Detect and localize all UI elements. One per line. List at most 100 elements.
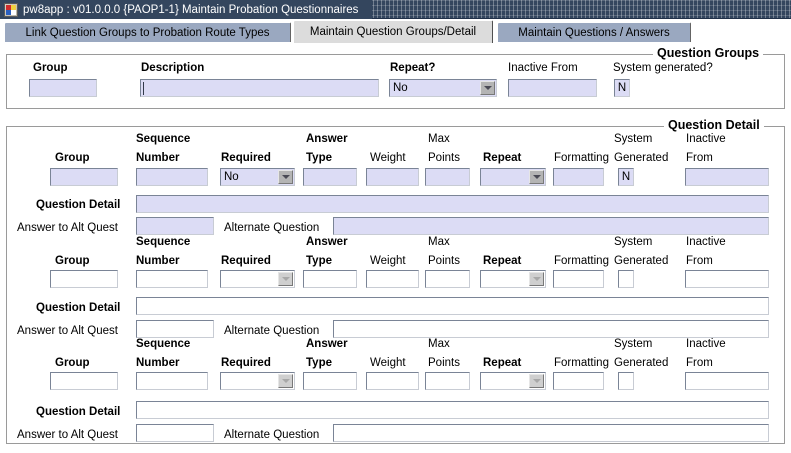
row1-system-generated-flag[interactable]: N <box>618 168 634 186</box>
row1-label-number: Number <box>136 152 180 164</box>
row1-label-answer-to-alt-quest: Answer to Alt Quest <box>17 222 118 234</box>
row1-answer-type-input[interactable] <box>303 168 357 186</box>
row3-formatting-input[interactable] <box>553 372 604 390</box>
row1-sequence-number-input[interactable] <box>136 168 208 186</box>
row3-label-inactive: Inactive <box>686 338 726 350</box>
window-titlebar: pw8app : v01.0.0.0 {PAOP1-1} Maintain Pr… <box>0 0 791 19</box>
row3-label-points: Points <box>428 357 460 369</box>
row2-system-generated-flag[interactable] <box>618 270 634 288</box>
row2-label-answer-to-alt-quest: Answer to Alt Quest <box>17 325 118 337</box>
row2-answer-to-alt-quest-input[interactable] <box>136 320 214 338</box>
row2-max-points-input[interactable] <box>425 270 470 288</box>
row1-group-input[interactable] <box>50 168 118 186</box>
row1-label-points: Points <box>428 152 460 164</box>
row3-label-generated: Generated <box>614 357 669 369</box>
row2-sequence-number-input[interactable] <box>136 270 208 288</box>
row1-answer-to-alt-quest-input[interactable] <box>136 217 214 235</box>
row3-label-answer-to-alt-quest: Answer to Alt Quest <box>17 429 118 441</box>
row1-label-formatting: Formatting <box>554 152 609 164</box>
inactive-from-input[interactable] <box>508 79 597 97</box>
row2-required-select[interactable] <box>220 270 295 288</box>
row1-weight-input[interactable] <box>366 168 419 186</box>
row2-inactive-from-input[interactable] <box>685 270 769 288</box>
row3-max-points-input[interactable] <box>425 372 470 390</box>
row2-label-formatting: Formatting <box>554 255 609 267</box>
row3-label-answer: Answer <box>306 338 348 350</box>
row2-label-number: Number <box>136 255 180 267</box>
row1-max-points-input[interactable] <box>425 168 470 186</box>
row1-label-repeat: Repeat <box>483 152 522 164</box>
row1-inactive-from-input[interactable] <box>685 168 769 186</box>
row2-group-input[interactable] <box>50 270 118 288</box>
row2-answer-type-input[interactable] <box>303 270 357 288</box>
system-generated-flag[interactable]: N <box>614 79 630 97</box>
row3-required-select[interactable] <box>220 372 295 390</box>
description-input[interactable] <box>140 79 379 97</box>
row3-repeat-select[interactable] <box>480 372 546 390</box>
row3-label-max: Max <box>428 338 450 350</box>
chevron-down-icon[interactable] <box>278 374 293 388</box>
row3-label-alternate-question: Alternate Question <box>224 429 320 441</box>
row3-sequence-number-input[interactable] <box>136 372 208 390</box>
row1-label-group: Group <box>55 152 90 164</box>
label-inactive-from: Inactive From <box>508 62 578 74</box>
row2-label-required: Required <box>221 255 271 267</box>
chevron-down-icon[interactable] <box>278 272 293 286</box>
row1-label-type: Type <box>306 152 332 164</box>
row2-repeat-select[interactable] <box>480 270 546 288</box>
chevron-down-icon[interactable] <box>480 81 495 95</box>
chevron-down-icon[interactable] <box>529 374 544 388</box>
row1-label-generated: Generated <box>614 152 669 164</box>
tab-label: Maintain Questions / Answers <box>518 26 670 39</box>
row3-answer-to-alt-quest-input[interactable] <box>136 424 214 442</box>
chevron-down-icon[interactable] <box>529 170 544 184</box>
question-detail-legend: Question Detail <box>664 118 764 132</box>
row3-label-required: Required <box>221 357 271 369</box>
application-icon <box>4 2 18 17</box>
chevron-down-icon[interactable] <box>529 272 544 286</box>
row1-label-from: From <box>686 152 713 164</box>
row2-alternate-question-input[interactable] <box>333 320 769 338</box>
row3-answer-type-input[interactable] <box>303 372 357 390</box>
row1-label-max: Max <box>428 133 450 145</box>
tab-label: Link Question Groups to Probation Route … <box>25 26 270 39</box>
row2-label-question-detail: Question Detail <box>36 302 121 314</box>
row1-label-required: Required <box>221 152 271 164</box>
row3-label-type: Type <box>306 357 332 369</box>
row2-label-group: Group <box>55 255 90 267</box>
row3-inactive-from-input[interactable] <box>685 372 769 390</box>
row2-formatting-input[interactable] <box>553 270 604 288</box>
row3-label-formatting: Formatting <box>554 357 609 369</box>
question-groups-groupbox <box>6 54 785 109</box>
row3-label-from: From <box>686 357 713 369</box>
repeat-select[interactable]: No <box>389 79 497 97</box>
row3-question-detail-input[interactable] <box>136 401 769 419</box>
row3-label-question-detail: Question Detail <box>36 406 121 418</box>
repeat-select-value: No <box>393 82 408 94</box>
group-input[interactable] <box>29 79 97 97</box>
row3-alternate-question-input[interactable] <box>333 424 769 442</box>
row3-system-generated-flag[interactable] <box>618 372 634 390</box>
row3-group-input[interactable] <box>50 372 118 390</box>
row1-alternate-question-input[interactable] <box>333 217 769 235</box>
row1-question-detail-input[interactable] <box>136 195 769 213</box>
tab-link-question-groups-to-probation-route-types[interactable]: Link Question Groups to Probation Route … <box>4 22 291 42</box>
row2-label-weight: Weight <box>370 255 406 267</box>
titlebar-left: pw8app : v01.0.0.0 {PAOP1-1} Maintain Pr… <box>0 0 372 19</box>
row1-label-alternate-question: Alternate Question <box>224 222 320 234</box>
row1-required-select[interactable]: No <box>220 168 295 186</box>
label-group: Group <box>33 62 68 74</box>
tab-maintain-questions-answers[interactable]: Maintain Questions / Answers <box>497 22 691 42</box>
row2-label-repeat: Repeat <box>483 255 522 267</box>
tab-maintain-question-groups-detail[interactable]: Maintain Question Groups/Detail <box>293 20 493 43</box>
row2-label-type: Type <box>306 255 332 267</box>
row1-formatting-input[interactable] <box>553 168 604 186</box>
chevron-down-icon[interactable] <box>278 170 293 184</box>
row2-weight-input[interactable] <box>366 270 419 288</box>
row2-question-detail-input[interactable] <box>136 297 769 315</box>
row2-label-generated: Generated <box>614 255 669 267</box>
row3-weight-input[interactable] <box>366 372 419 390</box>
label-system-generated: System generated? <box>613 62 713 74</box>
label-repeat: Repeat? <box>390 62 436 74</box>
row1-repeat-select[interactable] <box>480 168 546 186</box>
